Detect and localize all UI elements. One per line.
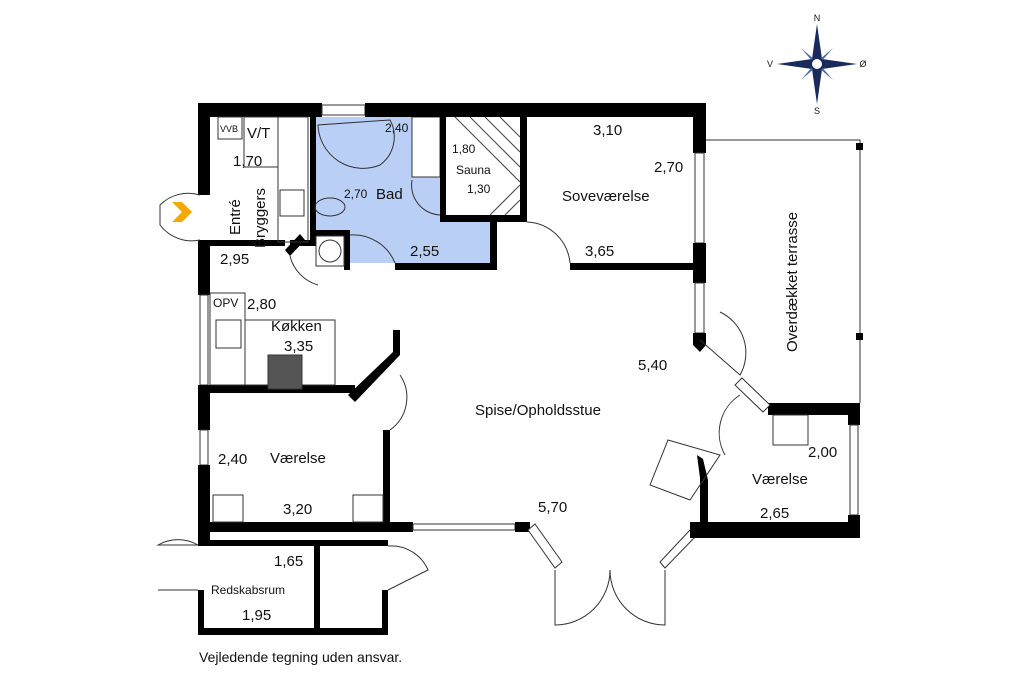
sauna-hatch <box>454 116 521 216</box>
dim-vaer2-l: 2,65 <box>760 505 789 522</box>
compass-rose-icon: N S V Ø <box>767 13 867 116</box>
compass-e: Ø <box>859 59 866 69</box>
dim-sauna-l: 1,30 <box>467 182 491 196</box>
label-vaer2: Værelse <box>752 471 808 488</box>
label-bad: Bad <box>376 186 403 203</box>
compass-n: N <box>814 13 821 23</box>
disclaimer-text: Vejledende tegning uden ansvar. <box>199 649 402 665</box>
label-terrasse: Overdækket terrasse <box>784 212 801 352</box>
bath-area <box>316 117 495 263</box>
dim-sauna-w: 1,80 <box>452 142 476 156</box>
compass-s: S <box>814 106 820 116</box>
dim-entre-l: 2,95 <box>220 251 249 268</box>
label-redskab: Redskabsrum <box>211 583 285 597</box>
dim-sove-l: 3,65 <box>585 243 614 260</box>
dim-stue-w: 5,40 <box>638 357 667 374</box>
label-bryggers: Bryggers <box>252 188 269 248</box>
dim-bad-h: 2,70 <box>344 187 368 201</box>
fixtures <box>156 116 809 626</box>
label-opv: OPV <box>213 296 238 310</box>
dim-sove-h: 2,70 <box>654 159 683 176</box>
dim-vaer1-h: 2,40 <box>218 451 247 468</box>
dim-bad-w: 2,40 <box>385 121 409 135</box>
label-vaer1: Værelse <box>270 450 326 467</box>
dim-vaer2-h: 2,00 <box>808 444 837 461</box>
terrace-outline <box>706 139 863 403</box>
walls <box>198 103 860 635</box>
label-vvb: VVB <box>220 124 238 134</box>
label-stue: Spise/Opholdsstue <box>475 402 601 419</box>
dim-kokken-w: 2,80 <box>247 296 276 313</box>
dim-bad-l: 2,55 <box>410 243 439 260</box>
dim-kokken-l: 3,35 <box>284 338 313 355</box>
dim-entre-w: 1,70 <box>233 153 262 170</box>
label-sove: Soveværelse <box>562 188 650 205</box>
compass-w: V <box>767 59 773 69</box>
dim-redskab-w: 1,65 <box>274 553 303 570</box>
label-kokken: Køkken <box>271 318 322 335</box>
dim-redskab-l: 1,95 <box>242 607 271 624</box>
label-entre: Entré <box>227 199 244 235</box>
label-sauna: Sauna <box>456 163 491 177</box>
dim-vaer1-l: 3,20 <box>283 501 312 518</box>
dim-sove-w: 3,10 <box>593 122 622 139</box>
dim-stue-l: 5,70 <box>538 499 567 516</box>
label-vt: V/T <box>247 125 270 142</box>
